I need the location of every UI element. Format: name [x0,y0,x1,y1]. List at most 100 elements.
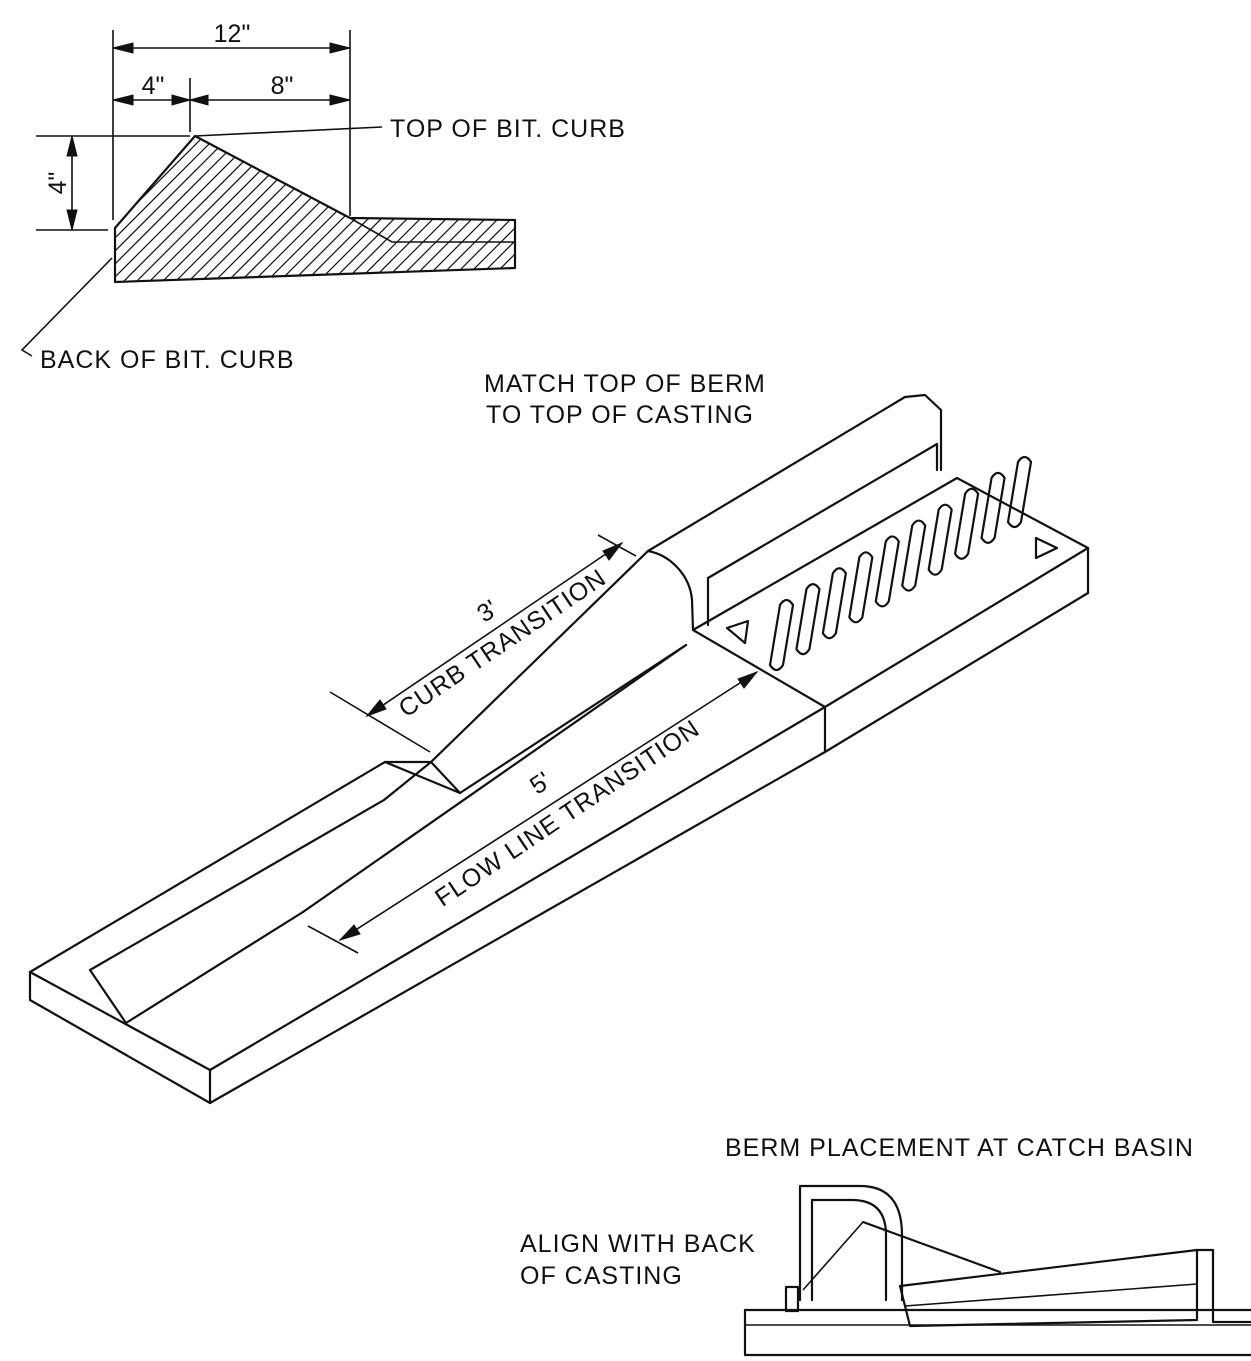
casting-inner-profile [810,1198,888,1302]
casting-outer-profile [798,1184,904,1302]
note-match-line2: TO TOP OF CASTING [486,401,754,429]
curb-dim-ext-left [329,691,431,753]
berm-placement-detail: BERM PLACEMENT AT CATCH BASIN ALIGN WITH… [520,1134,1251,1357]
gutter-end-slope [88,968,128,1025]
curb-section-detail: 12" 4" 8" 4" TOP OF BIT. CURB BACK OF BI… [20,20,870,374]
grate-slot [821,567,847,640]
grate-slot [768,598,795,672]
grate-slots [768,455,1033,672]
curb-transition-label: CURB TRANSITION [394,564,612,724]
hatch-line [521,120,701,300]
grate-slot [795,583,821,656]
slab-front-edge [208,705,827,1072]
grate-slot [1006,455,1033,529]
slab-top-far-edge [28,549,650,974]
flow-dim-ext-left [307,925,359,954]
berm-face-top [706,442,939,580]
arrowhead [112,94,134,106]
label-back-of-curb: BACK OF BIT. CURB [40,346,295,374]
slab-outer-edge [28,970,212,1105]
dim-height-label: 4" [44,172,72,195]
hatch-line [507,136,515,282]
hatch-line [117,136,299,282]
grate-triangle-left [725,619,750,645]
grate-slot [901,519,927,592]
hatch-line [677,120,857,300]
hatch-line [143,136,325,282]
grate-slot [954,487,980,560]
arrowhead [66,135,78,157]
flow-line-low [124,910,305,1025]
arrowhead [365,699,387,718]
section-hatching [115,120,870,300]
align-leader [802,1221,864,1291]
grate-triangle-right [1034,536,1059,560]
hatch-line [481,136,515,282]
hatch-line [377,136,515,282]
arrowhead [188,94,209,106]
berm-body [898,1248,1199,1328]
berm-front-end [646,549,695,632]
hatch-line [560,120,740,300]
hatch-line [130,136,312,282]
hatch-line [599,120,779,300]
hatch-line [115,136,234,282]
leader-top [194,126,383,137]
hatch-line [664,120,844,300]
berm-slope-line [861,1220,1002,1274]
grate-slot [848,551,874,624]
isometric-view: MATCH TOP OF BERM TO TOP OF CASTING [28,370,1090,1105]
hatch-line [494,136,515,282]
arrowhead [329,42,351,54]
hatch-line [638,120,818,300]
flow-dim-line [339,671,758,941]
flow-length-label: 5' [525,767,556,801]
curb-transition-start [383,760,462,795]
grate-slot [874,535,900,608]
note-align-line2: OF CASTING [520,1262,683,1290]
arrowhead [112,42,134,54]
section-outline [113,134,517,284]
hatch-line [169,136,351,282]
hatch-line [442,136,515,282]
hatch-line [651,120,831,300]
label-top-of-curb: TOP OF BIT. CURB [390,115,626,143]
section-inner-line [349,217,515,243]
berm-detail-title: BERM PLACEMENT AT CATCH BASIN [725,1134,1194,1162]
hatch-line [455,136,515,282]
hatch-line [612,120,792,300]
dim-4-label: 4" [142,72,165,100]
grate-slot [927,503,953,576]
berm-top-back [646,393,943,553]
hatch-line [403,136,515,282]
hatch-line [468,136,515,282]
grate-slot [980,471,1006,544]
hatch-line [586,120,766,300]
hatch-line [573,120,753,300]
arrowhead [602,541,624,561]
base-bottom-line [743,1308,1251,1357]
arrowhead [171,94,192,106]
gutter-outline [88,643,688,972]
hatch-line [115,136,260,282]
slab-bottom-edge [208,750,827,1105]
arrowhead [329,94,351,106]
arrowhead [66,209,78,231]
hatch-line [390,136,515,282]
hatch-line [690,120,870,300]
hatch-line [416,136,515,282]
hatch-line [625,120,805,300]
berm-layer-line [904,1283,1198,1307]
dim-12-label: 12" [214,20,251,48]
arrowhead [737,670,759,689]
dim-8-label: 8" [271,72,294,100]
flow-line-rise [301,643,688,914]
berm-end-wall [1195,1248,1251,1324]
curb-length-label: 3' [472,595,503,629]
flow-line-transition-label: FLOW LINE TRANSITION [430,714,705,912]
hatch-line [547,120,727,300]
hatch-line [429,136,515,282]
hatch-line [115,136,273,282]
hatch-line [534,120,714,300]
